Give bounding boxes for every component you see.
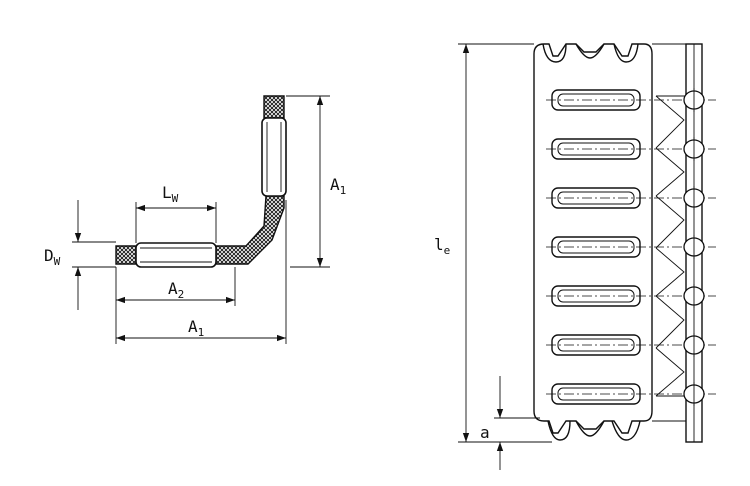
plan-view: le a [434,43,716,470]
cross-section-view: LW DW A1 A2 A1 [44,95,346,344]
rollers-group [546,88,716,406]
cage-profile-hatched [115,95,285,265]
cage-web [655,95,685,397]
cage-outline [533,43,653,434]
a-label: a [480,423,490,442]
needle-roller-4 [546,235,716,259]
needle-roller-1 [546,88,716,112]
a1-vertical-label: A1 [330,175,346,197]
a1-horizontal-label: A1 [188,317,204,339]
a2-label: A2 [168,279,184,301]
needle-roller-6 [546,333,716,357]
needle-roller-5 [546,284,716,308]
needle-roller-3 [546,186,716,210]
needle-roller-2 [546,137,716,161]
lw-label: LW [162,183,179,205]
vertical-needle-roller [261,117,287,197]
horizontal-needle-roller [135,242,217,268]
dw-label: DW [44,246,61,268]
needle-roller-7 [546,382,716,406]
le-label: le [434,235,450,257]
